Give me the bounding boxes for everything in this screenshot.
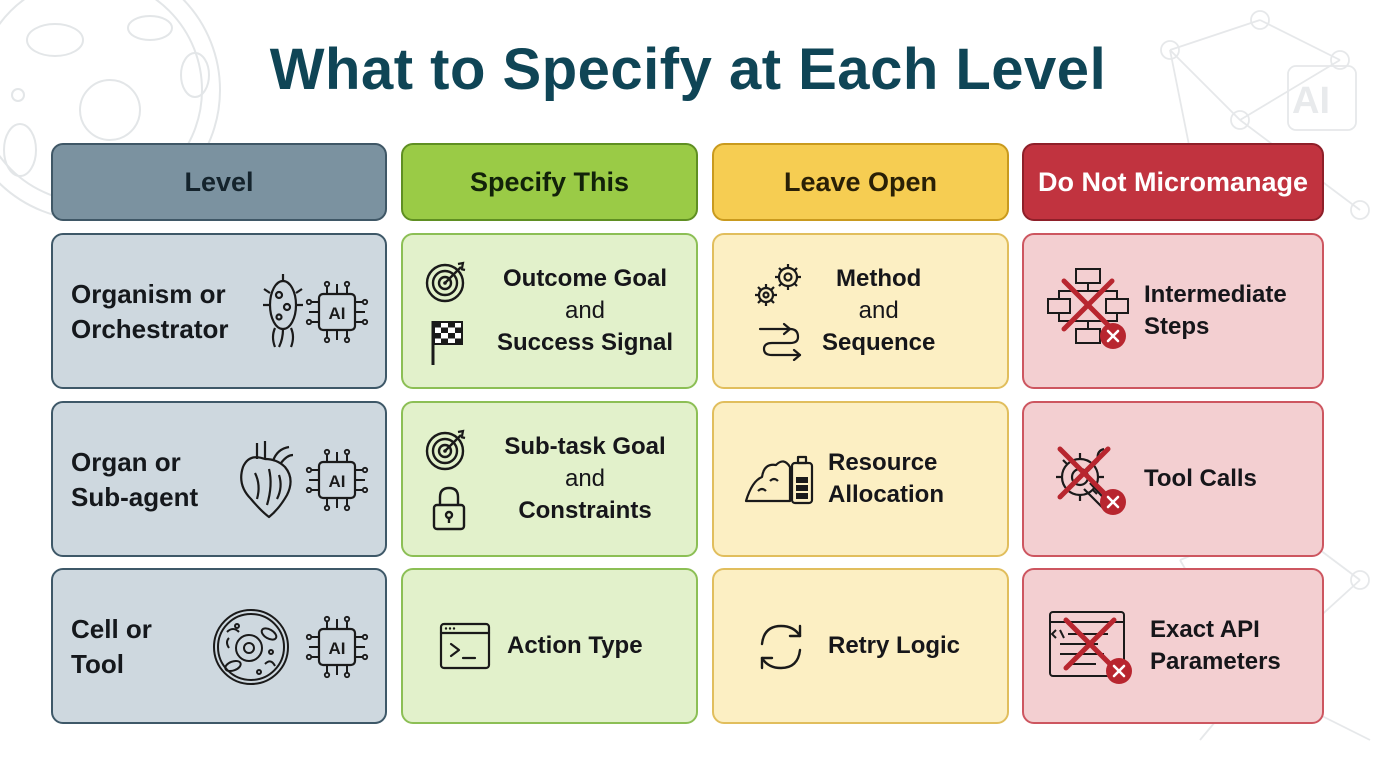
ai-chip-icon: AI: [305, 615, 369, 679]
specify-cell-organ: Sub-task Goal and Constraints: [401, 401, 698, 557]
header-specify-label: Specify This: [469, 166, 630, 197]
header-specify: Specify This: [401, 143, 698, 221]
target-icon: [425, 261, 467, 303]
bacterium-icon: [263, 274, 303, 348]
crossed-tools-icon: [1056, 443, 1128, 517]
gears-icon: [755, 264, 801, 306]
page-title: What to Specify at Each Level: [269, 37, 1107, 102]
dont-text: Tool Calls: [1144, 465, 1257, 492]
terminal-icon: [439, 622, 491, 670]
retry-icon: [760, 624, 802, 670]
specify-text: Outcome Goal and Success Signal: [496, 265, 674, 356]
specify-text: Action Type: [507, 632, 643, 659]
specify-cell-cell: Action Type: [401, 568, 698, 724]
header-dont-label: Do Not Micromanage: [1037, 166, 1309, 197]
ai-chip-icon: AI: [305, 280, 369, 344]
specify-text: Sub-task Goal and Constraints: [504, 433, 666, 524]
checkered-flag-icon: [431, 321, 463, 365]
ai-chip-icon: AI: [305, 448, 369, 512]
leave-cell-organism: Method and Sequence: [712, 233, 1009, 389]
leave-text: Method and Sequence: [822, 265, 936, 356]
ai-chip-label: AI: [329, 304, 346, 323]
leave-text: Resource Allocation: [828, 449, 945, 508]
svg-text:AI: AI: [329, 472, 346, 491]
dont-cell-organism: Intermediate Steps: [1022, 233, 1324, 389]
header-do-not-micromanage: Do Not Micromanage: [1022, 143, 1324, 221]
dont-cell-cell: Exact API Parameters: [1022, 568, 1324, 724]
header-leave-label: Leave Open: [783, 166, 938, 197]
dont-cell-organ: Tool Calls: [1022, 401, 1324, 557]
leave-cell-cell: Retry Logic: [712, 568, 1009, 724]
dont-text: Exact API Parameters: [1150, 616, 1281, 675]
header-level-label: Level: [184, 166, 254, 197]
dont-text: Intermediate Steps: [1144, 281, 1287, 340]
leave-text: Retry Logic: [828, 632, 961, 659]
crossed-code-icon: [1049, 611, 1134, 686]
sequence-arrows-icon: [758, 322, 802, 361]
crossed-flowchart-icon: [1047, 268, 1129, 351]
svg-text:AI: AI: [329, 639, 346, 658]
header-level: Level: [51, 143, 387, 221]
cell-icon: [213, 609, 289, 685]
target-icon: [425, 429, 467, 471]
heart-icon: [240, 441, 294, 519]
lock-icon: [432, 486, 466, 531]
leave-cell-organ: Resource Allocation: [712, 401, 1009, 557]
specify-cell-organism: Outcome Goal and Success Signal: [401, 233, 698, 389]
header-leave-open: Leave Open: [712, 143, 1009, 221]
resource-battery-icon: [744, 455, 814, 505]
